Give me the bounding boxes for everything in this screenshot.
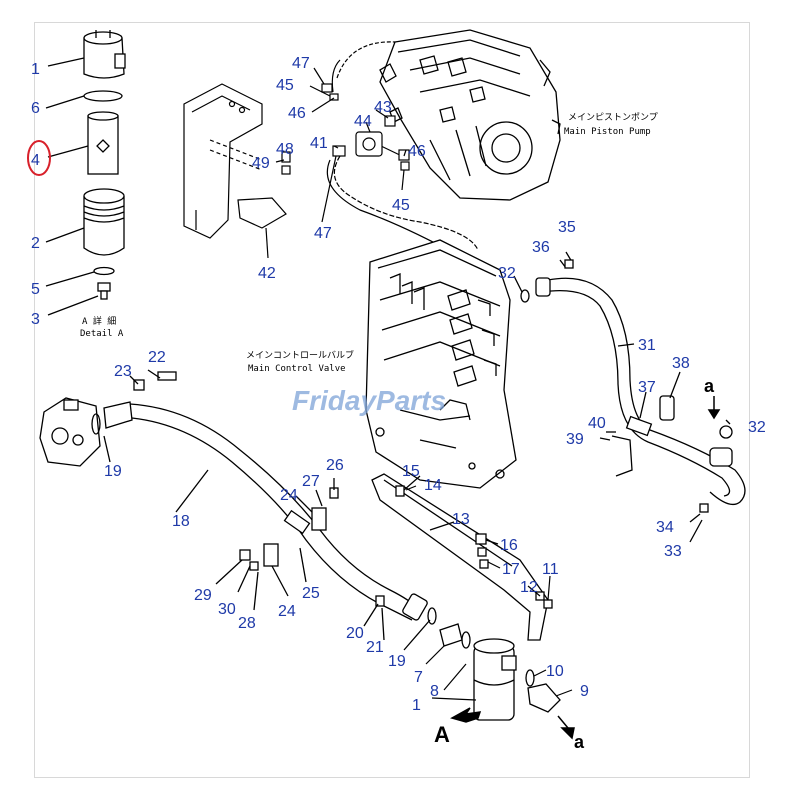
hose-part-18 (39, 369, 437, 651)
valve-note-jp: メインコントロールバルブ (246, 349, 354, 361)
callout: 14 (424, 477, 442, 494)
main-control-valve (365, 239, 517, 489)
valve-block-left (39, 397, 101, 467)
callout-labels: 1 6 4 2 5 3 47 45 46 43 44 41 46 48 49 4… (31, 55, 766, 714)
callout: 15 (402, 463, 420, 480)
callout: 30 (218, 601, 236, 618)
callout: 46 (288, 105, 306, 122)
callout: 45 (276, 77, 294, 94)
callout: 7 (414, 669, 423, 686)
clamp-part-38 (659, 395, 675, 421)
o-ring-part-6 (83, 90, 123, 102)
plug-part-9 (527, 683, 561, 713)
callout: 13 (452, 511, 470, 528)
callout: 16 (500, 537, 518, 554)
callout: 24 (280, 487, 298, 504)
detail-a-group (45, 30, 126, 316)
callout: 22 (148, 349, 166, 366)
callout: 24 (278, 603, 296, 620)
callout: 3 (31, 311, 40, 328)
line-filter-part-1 (439, 623, 561, 721)
callout: 33 (664, 543, 682, 560)
valve-note-en: Main Control Valve (248, 364, 346, 374)
callout: 31 (638, 337, 656, 354)
callout: 32 (748, 419, 766, 436)
bolt-part-22 (157, 371, 177, 381)
callout: 38 (672, 355, 690, 372)
callout: 43 (374, 99, 392, 116)
marker-a-top: a (704, 376, 715, 396)
callout: 19 (388, 653, 406, 670)
flow-arrow-a-bottom (560, 727, 575, 740)
callout: 17 (502, 561, 520, 578)
filter-case-part-2 (83, 188, 125, 256)
callout: 48 (276, 141, 294, 158)
filter-element-part-4 (87, 111, 119, 175)
callout: 39 (566, 431, 584, 448)
callout: 1 (412, 697, 421, 714)
filter-head-part-1 (83, 30, 126, 79)
main-piston-pump (379, 29, 561, 201)
callout: 6 (31, 100, 40, 117)
detail-a-note-en: Detail A (80, 329, 124, 339)
callout: 27 (302, 473, 320, 490)
detail-a-note-jp: A 詳 細 (82, 315, 116, 327)
view-arrow-a-capital (450, 707, 482, 723)
callout: 21 (366, 639, 384, 656)
flange-part-31-end (709, 447, 733, 467)
callout: 11 (542, 561, 559, 578)
block-part-41 (355, 131, 383, 157)
filter-leaders (403, 475, 573, 701)
pump-note-en: Main Piston Pump (564, 127, 651, 137)
callout: 41 (310, 135, 328, 152)
callout: 2 (31, 235, 40, 252)
callout: 1 (31, 61, 40, 78)
direction-arrows (450, 396, 721, 740)
callout: 37 (638, 379, 656, 396)
flow-arrow-a-top (707, 409, 721, 420)
callout: 36 (532, 239, 550, 256)
callout: 8 (430, 683, 439, 700)
callout: 23 (114, 363, 132, 380)
callout: 32 (498, 265, 516, 282)
callout: 26 (326, 457, 344, 474)
callout: 45 (392, 197, 410, 214)
bracket-part-13 (371, 473, 553, 641)
callout: 44 (354, 113, 372, 130)
assembly-notes: A 詳 細 Detail A メインピストンポンプ Main Piston Pu… (80, 112, 658, 374)
callout: 34 (656, 519, 674, 536)
callout: 12 (520, 579, 538, 596)
callout: 18 (172, 513, 190, 530)
callout: 47 (292, 55, 310, 72)
callout: 10 (546, 663, 564, 680)
drain-plug-part-3 (97, 282, 111, 300)
hose-part-31 (513, 251, 746, 543)
watermark-logo: FridayParts (292, 385, 446, 416)
callout: 4 (31, 152, 40, 169)
bracket-part-42 (183, 83, 287, 259)
callout: 47 (314, 225, 332, 242)
callout: 28 (238, 615, 256, 632)
callout: 46 (408, 143, 426, 160)
callout: 40 (588, 415, 606, 432)
callout: 5 (31, 281, 40, 298)
view-marker-a-capital: A (434, 722, 450, 747)
diagram-frame (34, 22, 750, 778)
callout: 35 (558, 219, 576, 236)
o-ring-part-5 (93, 266, 115, 276)
pump-note-jp: メインピストンポンプ (568, 112, 658, 123)
clamp-part-24b (263, 543, 279, 567)
highlight-circle (27, 140, 51, 176)
callout: 19 (104, 463, 122, 480)
callout: 49 (252, 155, 270, 172)
clamp-part-24a (311, 507, 327, 531)
callout: 20 (346, 625, 364, 642)
callout: 9 (580, 683, 589, 700)
callout: 29 (194, 587, 212, 604)
marker-a-bottom: a (574, 732, 585, 752)
pilot-hoses (275, 41, 479, 263)
callout: 42 (258, 265, 276, 282)
callout: 25 (302, 585, 320, 602)
